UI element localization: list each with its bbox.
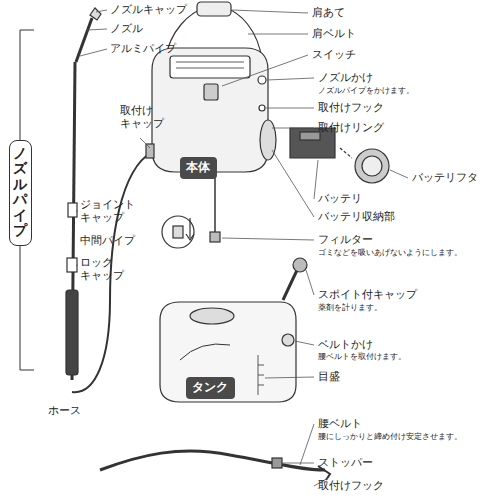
- part-name: 中間パイプ: [80, 234, 135, 247]
- part-name: ノズルかけ: [318, 71, 373, 84]
- body-tag: 本体: [180, 157, 217, 179]
- part-note: 薬剤を計ります。: [318, 303, 382, 313]
- part-name: フィルター: [318, 233, 373, 246]
- part-note: ノズルパイプをかけます。: [318, 86, 414, 96]
- part-name: 取付けフック: [318, 479, 384, 492]
- part-name: 目盛: [318, 370, 340, 383]
- part-name: ノズルキャップ: [110, 3, 187, 16]
- part-name: 肩ベルト: [312, 27, 356, 40]
- tank-tag: タンク: [186, 377, 235, 399]
- node-text: ノズルパイプ: [13, 146, 27, 238]
- part-name: ストッパー: [318, 456, 373, 469]
- part-name: 腰ベルト: [318, 417, 362, 430]
- part-note: 腰にしっかりと締め付け安定させます。: [318, 432, 462, 442]
- part-note: 腰ベルトを取付けます。: [318, 352, 406, 362]
- group-bracket-box: ノズルパイプ: [9, 140, 32, 246]
- part-name: アルミパイプ: [110, 42, 176, 55]
- part-name: ベルトかけ: [318, 338, 373, 351]
- part-name: 取付けリング: [318, 121, 384, 134]
- part-note: ゴミなどを吸いあげないようにします。: [318, 248, 462, 258]
- part-name: ノズル: [110, 22, 143, 35]
- node-text: 本体: [186, 159, 211, 176]
- part-name: スポイト付キャップ: [318, 288, 417, 301]
- part-name: ホース: [48, 404, 81, 417]
- part-name: 取付け キャップ: [120, 104, 164, 130]
- part-name: ロック キャップ: [80, 256, 124, 282]
- part-name: 肩あて: [312, 6, 345, 19]
- part-name: バッテリ: [318, 192, 362, 205]
- part-name: バッテリ収納部: [318, 210, 395, 223]
- part-name: 取付けフック: [318, 101, 384, 114]
- part-name: ジョイント キャップ: [80, 198, 135, 224]
- part-name: バッテリフタ: [412, 171, 478, 184]
- part-name: スイッチ: [312, 48, 356, 61]
- node-text: タンク: [192, 379, 229, 396]
